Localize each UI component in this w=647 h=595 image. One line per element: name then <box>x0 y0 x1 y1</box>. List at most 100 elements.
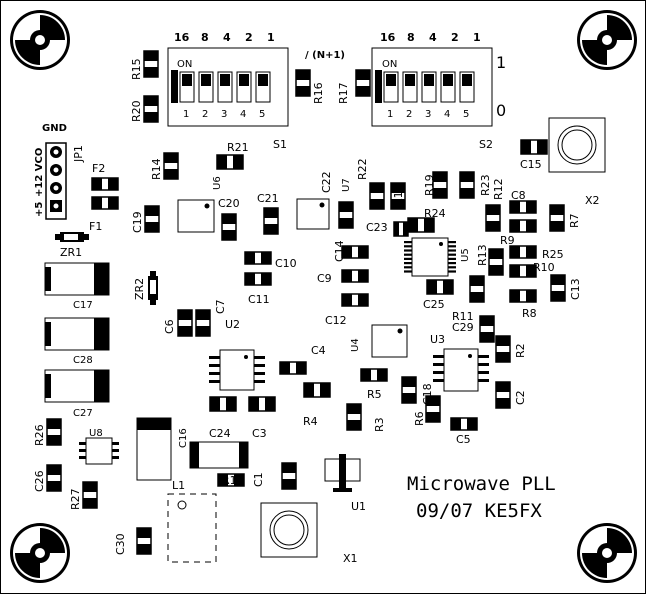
ic-u1: U1 <box>324 454 366 513</box>
s2-zero-label: 0 <box>496 101 506 120</box>
c30-ref: C30 <box>114 533 127 555</box>
part-f2: F2 <box>91 162 119 191</box>
s2-num-5: 5 <box>463 109 469 120</box>
part-r11: R11 <box>452 275 485 323</box>
c6-ref: C6 <box>163 319 176 334</box>
c4-ref: C4 <box>311 344 326 357</box>
r20-ref: R20 <box>130 100 143 122</box>
ic-u5: U5 <box>404 237 471 277</box>
r19-ref: R19 <box>423 174 436 196</box>
zener-zr2: ZR2 <box>133 271 158 305</box>
c27-ref: C27 <box>73 408 93 419</box>
r7-ref: R7 <box>568 213 581 228</box>
part-c21: C21 <box>257 192 279 235</box>
u6-ref: U6 <box>212 176 223 190</box>
crystal-x2: X2 <box>548 117 606 207</box>
part-c6: C6 <box>163 309 193 337</box>
c23-ref: C23 <box>366 221 388 234</box>
c7-ref: C7 <box>214 299 227 314</box>
c21-ref: C21 <box>257 192 279 205</box>
s2-one-label: 1 <box>496 53 506 72</box>
c14-ref: C14 <box>333 240 346 262</box>
part-r21: R21 <box>216 141 249 170</box>
l1-ref: L1 <box>172 479 185 492</box>
r2-ref: R2 <box>514 343 527 358</box>
u3-ref: U3 <box>430 333 445 346</box>
part-r8: R8 <box>509 289 537 320</box>
part-c15: C15 <box>520 139 548 171</box>
c9-ref: C9 <box>317 272 332 285</box>
u1-ref: U1 <box>351 500 366 513</box>
part-c30: C30 <box>114 527 152 555</box>
r18-ref: R18 <box>392 184 405 206</box>
u5-pin <box>448 241 456 244</box>
r13-ref: R13 <box>476 244 489 266</box>
c2-ref: C2 <box>514 390 527 405</box>
ic-u4: U4 <box>350 324 408 358</box>
c12-ref: C12 <box>325 314 347 327</box>
inductor-l1: L1 <box>167 479 217 563</box>
mounting-hole-top-right <box>577 10 637 70</box>
u5-pin <box>448 245 456 248</box>
part-r15: R15 <box>130 50 159 80</box>
mounting-hole-top-left <box>10 10 70 70</box>
s1-ref: S1 <box>273 138 287 151</box>
part-c29: C29 <box>452 315 495 343</box>
r5-ref: R5 <box>367 388 382 401</box>
capacitor-c27: C27 <box>44 369 110 419</box>
capacitor-c17: C17 <box>44 262 110 311</box>
part-r26: R26 <box>33 418 62 446</box>
s2-weight-16: 16 <box>380 31 396 44</box>
board-title: Microwave PLL <box>407 473 556 495</box>
s1-weight-4: 4 <box>223 31 231 44</box>
c25-ref: C25 <box>423 298 445 311</box>
part-f1: F1 <box>89 196 119 233</box>
u5-pin <box>404 257 412 260</box>
part-r1: R1 <box>217 473 245 487</box>
c16-ref: C16 <box>178 428 189 448</box>
u5-pin <box>404 249 412 252</box>
c29-ref: C29 <box>452 321 474 334</box>
part-c3: C3 <box>248 396 276 440</box>
u5-pin <box>404 270 412 273</box>
part-r18: R18 <box>390 182 406 210</box>
r21-ref: R21 <box>227 141 249 154</box>
s1-weight-2: 2 <box>245 31 253 44</box>
r12-ref: R12 <box>492 178 505 200</box>
part-r10: R10 <box>509 261 555 278</box>
s2-num-2: 2 <box>406 109 412 120</box>
divider-label: / (N+1) <box>305 50 345 61</box>
c22-ref: C22 <box>320 171 333 193</box>
s2-weight-4: 4 <box>429 31 437 44</box>
s2-weight-2: 2 <box>451 31 459 44</box>
header-jp1: GND +12 VCO +5 JP1 <box>34 123 85 220</box>
r23-ref: R23 <box>479 174 492 196</box>
s1-num-3: 3 <box>221 109 227 120</box>
part-c22: C22 <box>320 171 354 229</box>
u5-pin <box>404 266 412 269</box>
part-r24: R24 <box>407 207 446 233</box>
jp1-vco-label: +12 VCO <box>34 148 45 197</box>
u2-ref: U2 <box>225 318 240 331</box>
zr2-ref: ZR2 <box>133 278 146 300</box>
part-c4: C4 <box>279 344 326 375</box>
jp1-5v-label: +5 <box>34 202 45 217</box>
dip-switch-s1: ON 1 2 3 4 5 16 8 4 2 1 S1 <box>167 31 289 151</box>
part-r20: R20 <box>130 95 159 123</box>
part-c20: C20 <box>218 197 240 241</box>
capacitor-c28: C28 <box>44 317 110 366</box>
part-r17: R17 <box>337 69 371 104</box>
part-c11: C11 <box>244 272 272 306</box>
u7-ref: U7 <box>341 178 352 192</box>
u4-ref: U4 <box>350 338 361 352</box>
c5-ref: C5 <box>456 433 471 446</box>
u5-pin <box>448 266 456 269</box>
u5-pin <box>404 262 412 265</box>
part-r2: R2 <box>495 335 527 363</box>
s2-weight-8: 8 <box>407 31 415 44</box>
part-r16: R16 <box>295 69 325 104</box>
part-c12: C12 <box>325 293 369 327</box>
